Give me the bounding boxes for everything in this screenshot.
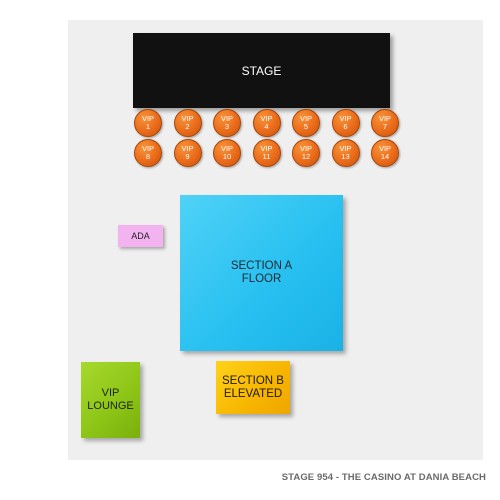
section-b-line2: ELEVATED <box>223 387 283 400</box>
vip-table-number: 3 <box>224 122 230 131</box>
ada-section[interactable]: ADA <box>118 225 163 247</box>
vip-table-number: 10 <box>222 152 232 161</box>
vip-table-number: 12 <box>301 152 311 161</box>
vip-table-number: 11 <box>262 152 271 161</box>
section-a-line1: SECTION A <box>230 260 293 272</box>
vip-table-number: 5 <box>303 122 309 131</box>
vip-table-prefix: VIP <box>339 114 352 123</box>
section-a-line2: FLOOR <box>241 273 282 285</box>
vip-table-number: 14 <box>380 152 390 161</box>
vip-table-number: 4 <box>264 122 269 131</box>
vip-table-prefix: VIP <box>141 144 155 153</box>
vip-table-prefix: VIP <box>378 114 392 123</box>
ada-label: ADA <box>131 231 150 241</box>
section-a-floor[interactable]: SECTION A FLOOR <box>180 195 343 351</box>
vip-table-number: 8 <box>145 152 151 161</box>
stage-label: STAGE <box>241 63 282 78</box>
vip-table-prefix: VIP <box>220 144 234 153</box>
vip-lounge-line2: LOUNGE <box>87 400 134 412</box>
vip-table-prefix: VIP <box>220 114 234 123</box>
vip-lounge-line1: VIP <box>101 387 120 399</box>
vip-table-prefix: VIP <box>299 144 313 153</box>
vip-table-number: 9 <box>185 152 190 161</box>
vip-table-number: 7 <box>382 122 388 131</box>
section-b-line1: SECTION B <box>222 374 284 387</box>
vip-table-prefix: VIP <box>141 114 155 123</box>
section-b-elevated[interactable]: SECTION B ELEVATED <box>216 361 290 414</box>
vip-table-prefix: VIP <box>181 144 194 153</box>
venue-caption: STAGE 954 - THE CASINO AT DANIA BEACH <box>281 472 486 483</box>
vip-table-prefix: VIP <box>260 114 273 123</box>
vip-table-prefix: VIP <box>181 114 194 123</box>
vip-table-number: 13 <box>341 152 350 161</box>
stage: STAGE <box>133 33 390 108</box>
vip-table-prefix: VIP <box>378 144 392 153</box>
vip-table-prefix: VIP <box>299 114 313 123</box>
vip-table-prefix: VIP <box>339 144 352 153</box>
vip-lounge[interactable]: VIP LOUNGE <box>81 362 140 438</box>
vip-table-number: 6 <box>343 122 348 131</box>
vip-table-number: 2 <box>185 122 190 131</box>
vip-table-prefix: VIP <box>260 144 273 153</box>
vip-table-number: 1 <box>145 122 151 131</box>
